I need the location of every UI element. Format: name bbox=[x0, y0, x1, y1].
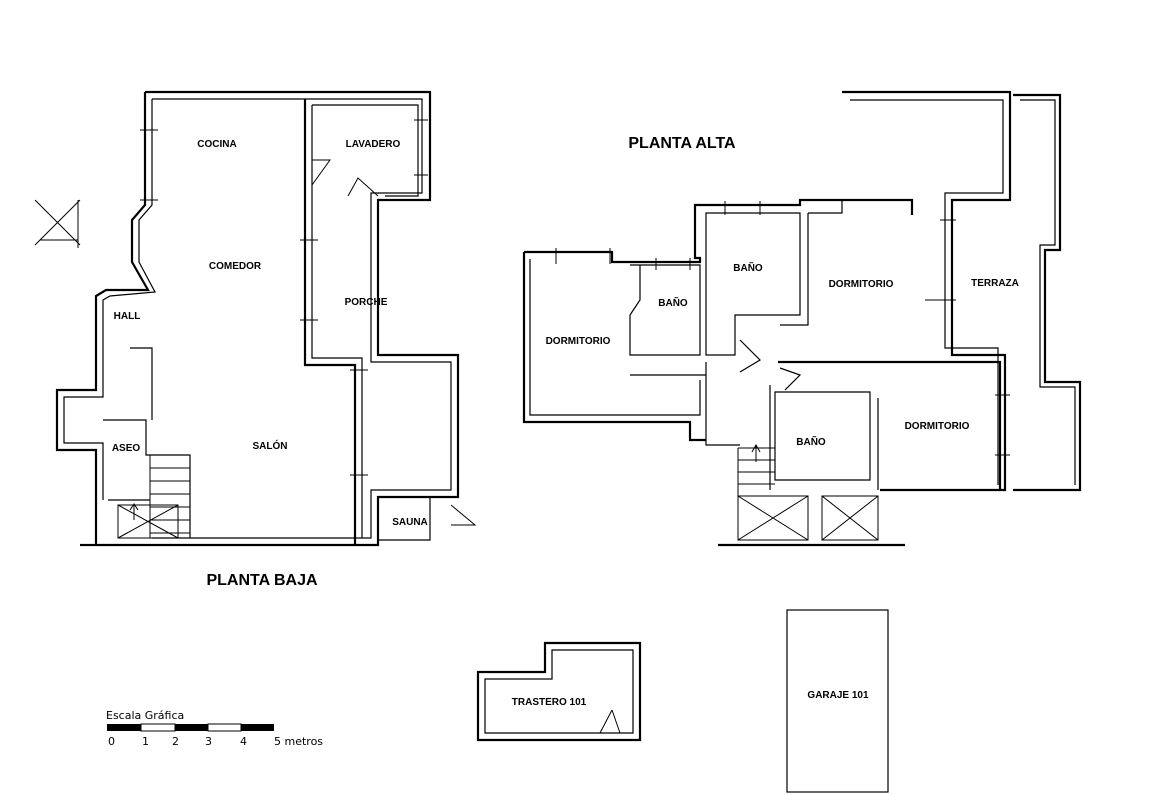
room-label-salon: SALÓN bbox=[253, 439, 288, 452]
scale-end-label: 5 metros bbox=[274, 735, 323, 748]
scale-tick-1: 1 bbox=[142, 735, 149, 748]
north-arrow-icon bbox=[34, 199, 81, 248]
room-label-porche: PORCHE bbox=[345, 297, 388, 308]
trastero-plan bbox=[476, 641, 642, 742]
ground-floor-plan bbox=[34, 90, 477, 547]
scale-title: Escala Gráfica bbox=[106, 709, 184, 722]
upper-floor-plan bbox=[80, 90, 1082, 547]
room-label-hall: HALL bbox=[114, 311, 141, 322]
room-label-cocina: COCINA bbox=[197, 139, 236, 150]
upper-stairs bbox=[737, 443, 879, 541]
room-label-lavadero: LAVADERO bbox=[346, 139, 401, 150]
scale-tick-2: 2 bbox=[172, 735, 179, 748]
room-label-dormitorio-3: DORMITORIO bbox=[905, 421, 970, 432]
garaje-plan bbox=[786, 609, 889, 793]
room-label-bano-3: BAÑO bbox=[796, 435, 826, 448]
room-label-comedor: COMEDOR bbox=[209, 261, 262, 272]
room-label-aseo: ASEO bbox=[112, 443, 141, 454]
room-label-bano-1: BAÑO bbox=[658, 296, 688, 309]
scale-tick-4: 4 bbox=[240, 735, 247, 748]
room-label-trastero: TRASTERO 101 bbox=[512, 697, 587, 708]
room-label-sauna: SAUNA bbox=[392, 517, 428, 528]
title-planta-alta: PLANTA ALTA bbox=[628, 135, 736, 152]
room-label-bano-2: BAÑO bbox=[733, 261, 763, 274]
room-label-terraza: TERRAZA bbox=[971, 278, 1019, 289]
room-label-garaje: GARAJE 101 bbox=[807, 690, 869, 701]
scale-tick-3: 3 bbox=[205, 735, 212, 748]
scale-tick-0: 0 bbox=[108, 735, 115, 748]
room-label-dormitorio-1: DORMITORIO bbox=[546, 336, 611, 347]
title-planta-baja: PLANTA BAJA bbox=[206, 572, 318, 589]
scale-bar bbox=[107, 723, 274, 732]
ground-stairs bbox=[117, 454, 190, 539]
room-label-dormitorio-2: DORMITORIO bbox=[829, 279, 894, 290]
